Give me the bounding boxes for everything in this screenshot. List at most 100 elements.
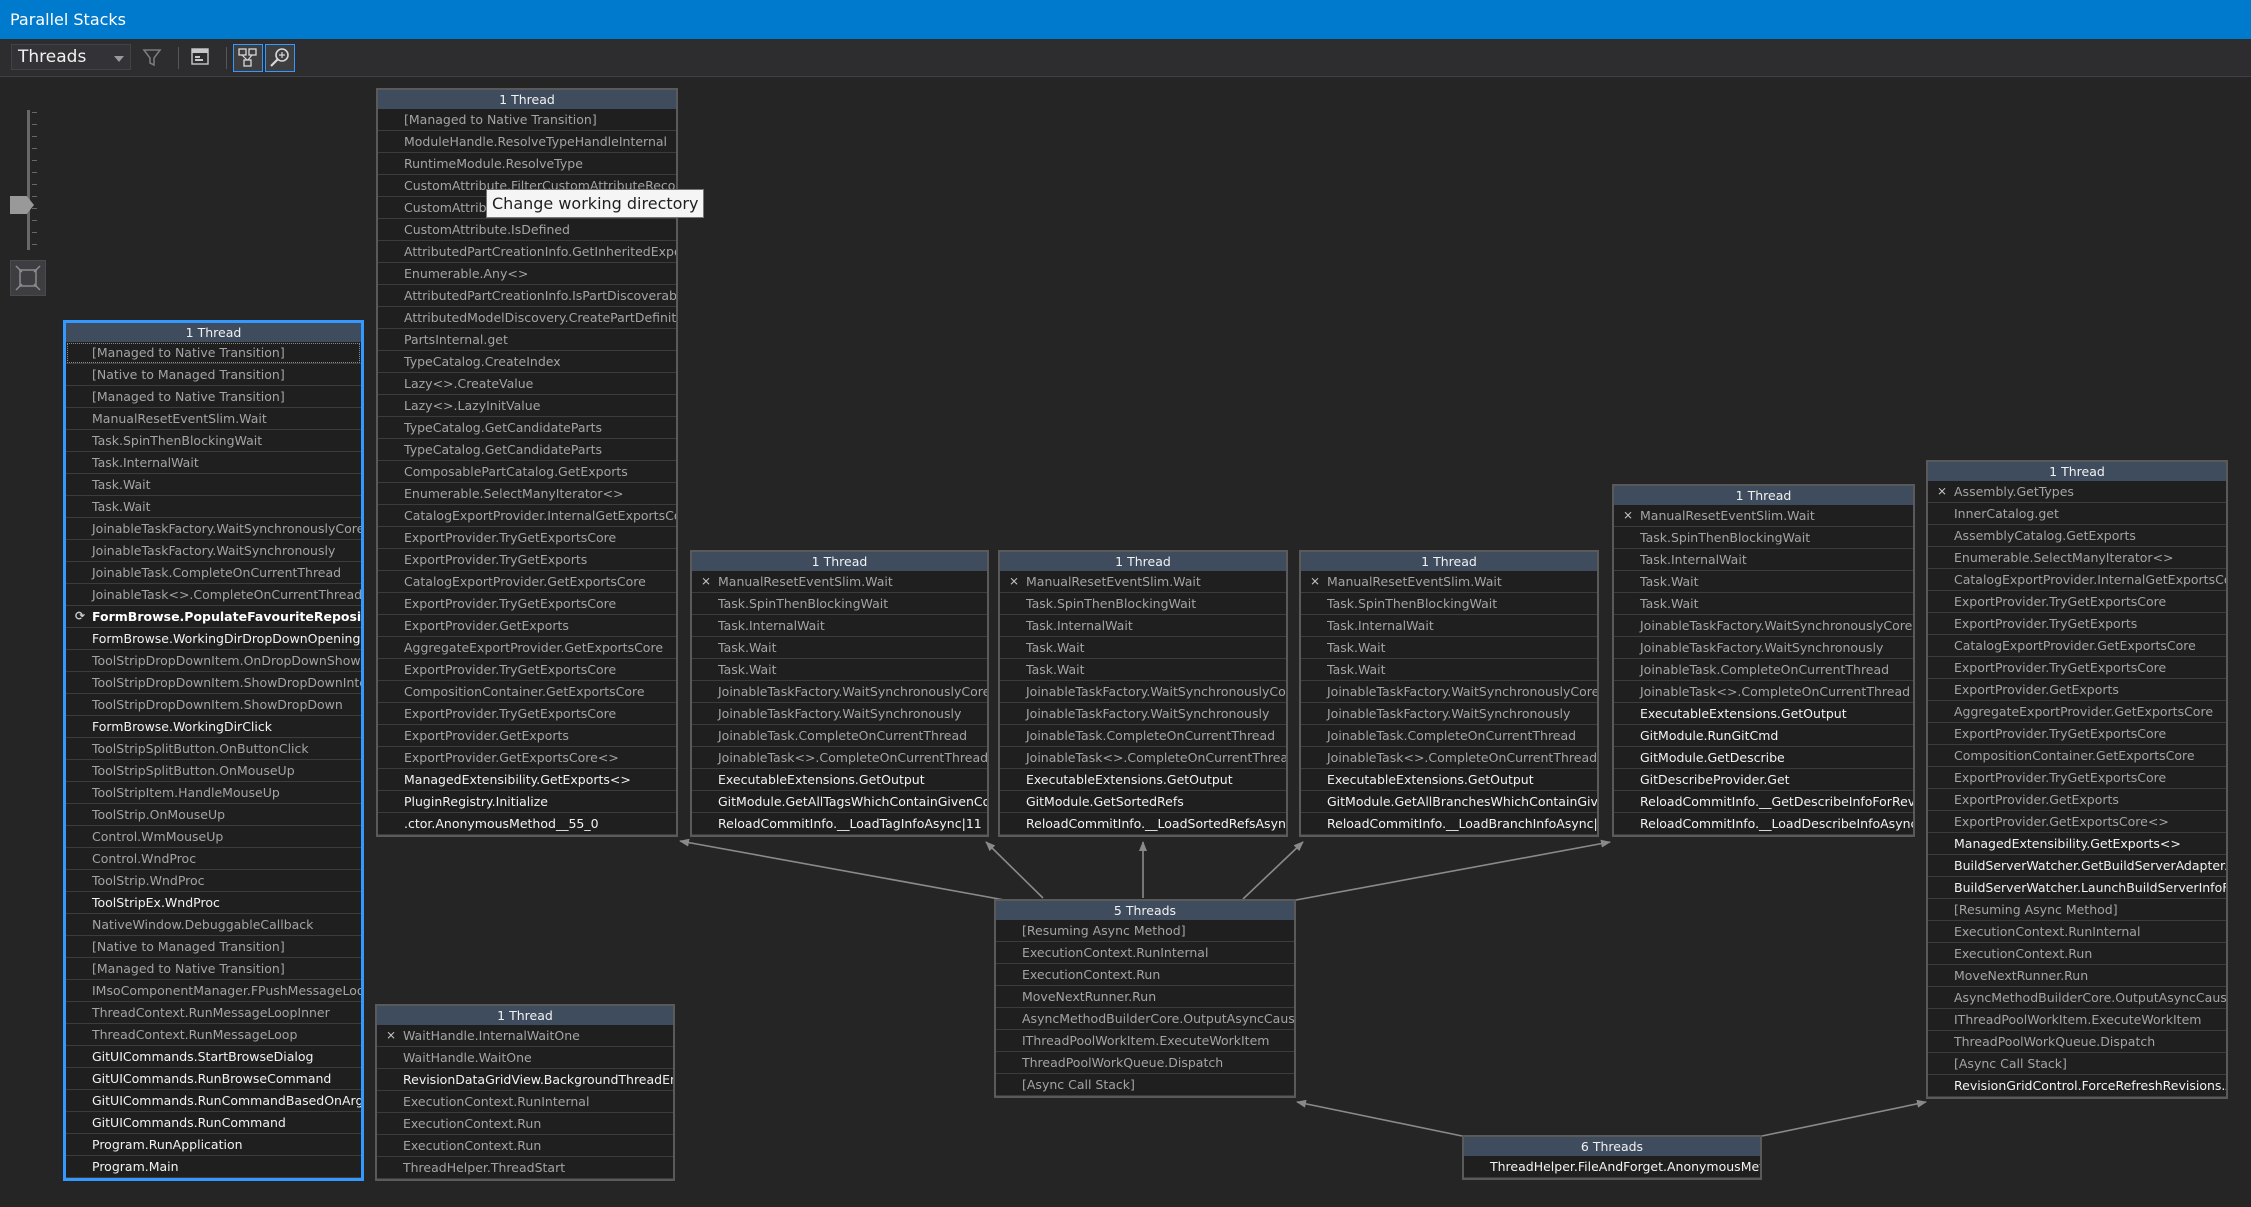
stack-frame[interactable]: FormBrowse.WorkingDirDropDownOpening — [66, 628, 361, 650]
stack-frame[interactable]: ExecutionContext.Run — [996, 964, 1294, 986]
stack-frame[interactable]: CatalogExportProvider.InternalGetExports… — [1928, 569, 2226, 591]
stack-frame[interactable]: Task.SpinThenBlockingWait — [66, 430, 361, 452]
stack-frame[interactable]: [Managed to Native Transition] — [66, 342, 361, 364]
stack-frame[interactable]: ExportProvider.TryGetExportsCore — [1928, 591, 2226, 613]
stack-frame[interactable]: InnerCatalog.get — [1928, 503, 2226, 525]
stack-frame[interactable]: ExecutionContext.Run — [1928, 943, 2226, 965]
stack-frame[interactable]: JoinableTaskFactory.WaitSynchronouslyCor… — [1000, 681, 1286, 703]
stack-frame[interactable]: CatalogExportProvider.GetExportsCore — [1928, 635, 2226, 657]
zoom-slider-thumb[interactable] — [10, 196, 34, 214]
stack-frame[interactable]: JoinableTaskFactory.WaitSynchronously — [66, 540, 361, 562]
stack-frame[interactable]: GitUICommands.RunCommandBasedOnArg... — [66, 1090, 361, 1112]
stack-frame[interactable]: FormBrowse.WorkingDirClick — [66, 716, 361, 738]
stack-frame[interactable]: CompositionContainer.GetExportsCore — [378, 681, 676, 703]
stack-frame[interactable]: Task.Wait — [66, 474, 361, 496]
stack-frame[interactable]: JoinableTask<>.CompleteOnCurrentThread — [692, 747, 987, 769]
stack-frame[interactable]: JoinableTaskFactory.WaitSynchronouslyCor… — [1614, 615, 1913, 637]
stack-frame[interactable]: BuildServerWatcher.GetBuildServerAdapter… — [1928, 855, 2226, 877]
stack-frame[interactable]: ExecutableExtensions.GetOutput — [1000, 769, 1286, 791]
stack-frame[interactable]: CompositionContainer.GetExportsCore — [1928, 745, 2226, 767]
stack-frame[interactable]: JoinableTask.CompleteOnCurrentThread — [1614, 659, 1913, 681]
stack-frame[interactable]: ExportProvider.TryGetExports — [1928, 613, 2226, 635]
stack-frame[interactable]: ⨯ManualResetEventSlim.Wait — [1301, 571, 1597, 593]
stack-frame[interactable]: ReloadCommitInfo.__LoadTagInfoAsync|11 — [692, 813, 987, 835]
stack-frame[interactable]: PartsInternal.get — [378, 329, 676, 351]
stack-frame[interactable]: AssemblyCatalog.GetExports — [1928, 525, 2226, 547]
stack-frame[interactable]: [Managed to Native Transition] — [66, 386, 361, 408]
stack-frame[interactable]: Task.InternalWait — [1614, 549, 1913, 571]
node-thread-count[interactable]: 5 Threads — [996, 901, 1294, 920]
stack-frame[interactable]: JoinableTaskFactory.WaitSynchronously — [692, 703, 987, 725]
auto-scroll-button[interactable] — [233, 44, 263, 72]
stack-frame[interactable]: IMsoComponentManager.FPushMessageLoop — [66, 980, 361, 1002]
stack-frame[interactable]: ⟳FormBrowse.PopulateFavouriteRepositorie… — [66, 606, 361, 628]
stack-frame[interactable]: Task.SpinThenBlockingWait — [1000, 593, 1286, 615]
stack-frame[interactable]: ExportProvider.GetExports — [378, 615, 676, 637]
stack-frame[interactable]: JoinableTask.CompleteOnCurrentThread — [692, 725, 987, 747]
stack-frame[interactable]: ⨯ManualResetEventSlim.Wait — [1000, 571, 1286, 593]
node-thread-count[interactable]: 1 Thread — [692, 552, 987, 571]
filter-button[interactable] — [138, 44, 168, 72]
stack-frame[interactable]: Enumerable.SelectManyIterator<> — [1928, 547, 2226, 569]
stack-frame[interactable]: ToolStripSplitButton.OnButtonClick — [66, 738, 361, 760]
stack-frame[interactable]: Task.Wait — [1301, 659, 1597, 681]
stack-frame[interactable]: ExportProvider.GetExports — [1928, 679, 2226, 701]
stack-frame[interactable]: IThreadPoolWorkItem.ExecuteWorkItem — [1928, 1009, 2226, 1031]
stack-frame[interactable]: .ctor.AnonymousMethod__55_0 — [378, 813, 676, 835]
stack-frame[interactable]: Task.SpinThenBlockingWait — [1301, 593, 1597, 615]
stack-frame[interactable]: ToolStripSplitButton.OnMouseUp — [66, 760, 361, 782]
stack-frame[interactable]: ExportProvider.TryGetExportsCore — [1928, 767, 2226, 789]
stack-frame[interactable]: ExportProvider.TryGetExportsCore — [378, 593, 676, 615]
stack-frame[interactable]: WaitHandle.WaitOne — [377, 1047, 673, 1069]
stack-frame[interactable]: ToolStripItem.HandleMouseUp — [66, 782, 361, 804]
stack-frame[interactable]: Task.Wait — [692, 637, 987, 659]
stack-frame[interactable]: AttributedPartCreationInfo.IsPartDiscove… — [378, 285, 676, 307]
node-thread-count[interactable]: 1 Thread — [1301, 552, 1597, 571]
stack-frame[interactable]: Program.Main — [66, 1156, 361, 1178]
stack-frame[interactable]: TypeCatalog.CreateIndex — [378, 351, 676, 373]
stack-frame[interactable]: AttributedPartCreationInfo.GetInheritedE… — [378, 241, 676, 263]
stack-frame[interactable]: ThreadHelper.FileAndForget.AnonymousMet.… — [1464, 1156, 1760, 1178]
stack-frame[interactable]: ThreadContext.RunMessageLoop — [66, 1024, 361, 1046]
stack-frame[interactable]: Task.Wait — [1614, 571, 1913, 593]
stack-frame[interactable]: AggregateExportProvider.GetExportsCore — [378, 637, 676, 659]
node-thread-count[interactable]: 1 Thread — [1000, 552, 1286, 571]
stack-frame[interactable]: ReloadCommitInfo.__LoadSortedRefsAsync|9 — [1000, 813, 1286, 835]
node-thread-count[interactable]: 1 Thread — [66, 323, 361, 342]
stack-frame[interactable]: ExecutionContext.RunInternal — [996, 942, 1294, 964]
node-thread-count[interactable]: 1 Thread — [1614, 486, 1913, 505]
stack-frame[interactable]: ManualResetEventSlim.Wait — [66, 408, 361, 430]
stack-frame[interactable]: PluginRegistry.Initialize — [378, 791, 676, 813]
stack-frame[interactable]: CustomAttribute.IsDefined — [378, 219, 676, 241]
stack-frame[interactable]: AsyncMethodBuilderCore.OutputAsyncCausa.… — [996, 1008, 1294, 1030]
stack-frame[interactable]: NativeWindow.DebuggableCallback — [66, 914, 361, 936]
stack-frame[interactable]: TypeCatalog.GetCandidateParts — [378, 439, 676, 461]
stack-frame[interactable]: ExportProvider.TryGetExportsCore — [1928, 657, 2226, 679]
stack-frame[interactable]: GitUICommands.RunBrowseCommand — [66, 1068, 361, 1090]
stack-frame[interactable]: ⨯ManualResetEventSlim.Wait — [1614, 505, 1913, 527]
stack-frame[interactable]: TypeCatalog.GetCandidateParts — [378, 417, 676, 439]
stack-frame[interactable]: JoinableTask<>.CompleteOnCurrentThread — [1000, 747, 1286, 769]
node-thread-count[interactable]: 1 Thread — [377, 1006, 673, 1025]
zoom-to-fit-button[interactable] — [10, 260, 46, 296]
stack-frame[interactable]: AggregateExportProvider.GetExportsCore — [1928, 701, 2226, 723]
stack-frame[interactable]: GitModule.GetAllTagsWhichContainGivenCo.… — [692, 791, 987, 813]
stack-frame[interactable]: MoveNextRunner.Run — [1928, 965, 2226, 987]
stack-frame[interactable]: ReloadCommitInfo.__GetDescribeInfoForRev… — [1614, 791, 1913, 813]
stack-frame[interactable]: ⨯ManualResetEventSlim.Wait — [692, 571, 987, 593]
stack-frame[interactable]: JoinableTask.CompleteOnCurrentThread — [66, 562, 361, 584]
stack-frame[interactable]: Task.Wait — [1000, 637, 1286, 659]
stack-frame[interactable]: [Resuming Async Method] — [1928, 899, 2226, 921]
stack-frame[interactable]: [Resuming Async Method] — [996, 920, 1294, 942]
zoom-slider-track[interactable] — [27, 110, 30, 250]
stack-frame[interactable]: JoinableTaskFactory.WaitSynchronously — [1614, 637, 1913, 659]
stack-frame[interactable]: ToolStripDropDownItem.OnDropDownShow — [66, 650, 361, 672]
stack-frame[interactable]: ExecutableExtensions.GetOutput — [1301, 769, 1597, 791]
zoom-to-current-button[interactable] — [265, 44, 295, 72]
stack-frame[interactable]: AttributedModelDiscovery.CreatePartDefin… — [378, 307, 676, 329]
